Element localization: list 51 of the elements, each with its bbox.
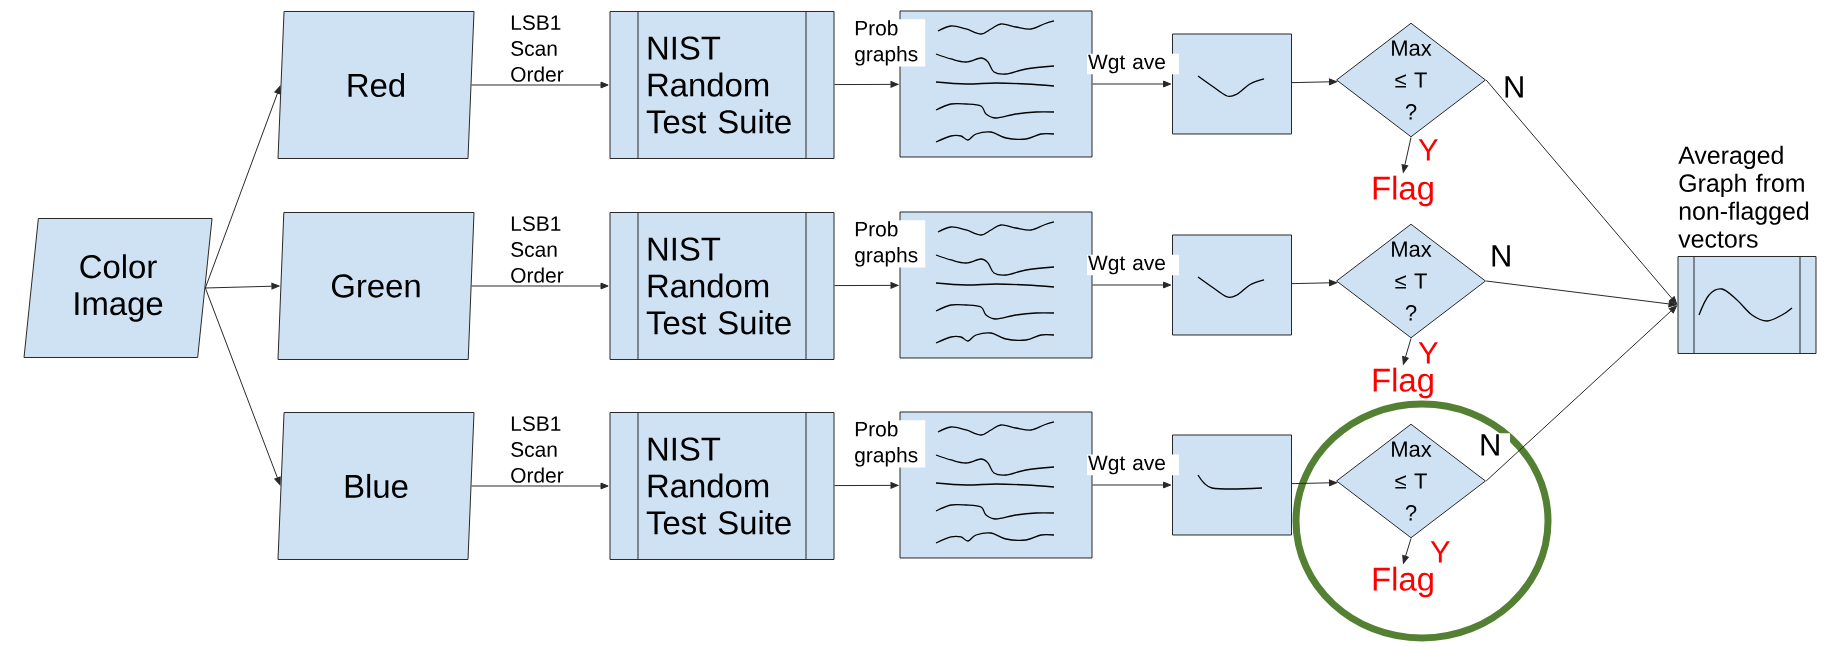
edge-label: Y — [1417, 138, 1449, 162]
arrow — [1092, 80, 1172, 88]
arrow — [1485, 305, 1677, 482]
arrow — [1402, 337, 1412, 365]
process-box: NIST Random Test Suite — [609, 411, 835, 560]
arrow — [1485, 79, 1678, 305]
arrow — [834, 282, 899, 289]
arrow — [204, 282, 280, 290]
edge-label: LSB1 Scan Order — [509, 14, 582, 83]
arrow — [1092, 481, 1172, 489]
edge-label: Wgt ave — [1087, 454, 1179, 476]
arrow — [1401, 137, 1412, 173]
arrow — [1092, 281, 1172, 289]
edge-label: LSB1 Scan Order — [509, 215, 582, 284]
arrow — [471, 482, 609, 490]
arrow — [1291, 279, 1338, 287]
arrow — [1485, 280, 1677, 308]
edge-label: Prob graphs — [853, 19, 926, 67]
edge-label: Wgt ave — [1087, 53, 1179, 75]
graph-parallelogram — [1172, 434, 1292, 536]
arrow — [1402, 537, 1412, 564]
arrow — [471, 81, 609, 89]
edge-label: Prob graphs — [853, 220, 926, 268]
graph-parallelogram — [1172, 234, 1292, 336]
flag-label: Flag — [1373, 566, 1433, 598]
edge-label: LSB1 Scan Order — [509, 415, 582, 484]
arrow — [834, 81, 899, 88]
output-box — [1677, 145, 1817, 354]
edge-label: Y — [1429, 540, 1461, 564]
channel-parallelogram: Blue — [277, 412, 475, 560]
arrow — [1291, 479, 1338, 487]
edge-label: Prob graphs — [853, 420, 926, 468]
arrow — [471, 282, 609, 290]
flag-label: Flag — [1373, 175, 1433, 207]
channel-parallelogram: Red — [277, 11, 475, 159]
process-box: NIST Random Test Suite — [609, 10, 835, 159]
edge-label: N — [1489, 244, 1521, 268]
edge-label: N — [1502, 75, 1534, 99]
arrow — [204, 85, 281, 289]
arrow — [1291, 78, 1338, 86]
box-heading: Averaged Graph from non-flagged vectors — [1678, 145, 1809, 248]
input-parallelogram: Color Image — [23, 218, 213, 358]
edge-label: Wgt ave — [1087, 254, 1179, 276]
arrow — [834, 482, 899, 489]
edge-label: Y — [1417, 341, 1449, 365]
channel-parallelogram: Green — [277, 212, 475, 360]
arrow — [204, 287, 281, 486]
graph-parallelogram — [1172, 33, 1292, 135]
flag-label: Flag — [1373, 367, 1433, 399]
edge-label: N — [1478, 433, 1510, 457]
process-box: NIST Random Test Suite — [609, 211, 835, 360]
